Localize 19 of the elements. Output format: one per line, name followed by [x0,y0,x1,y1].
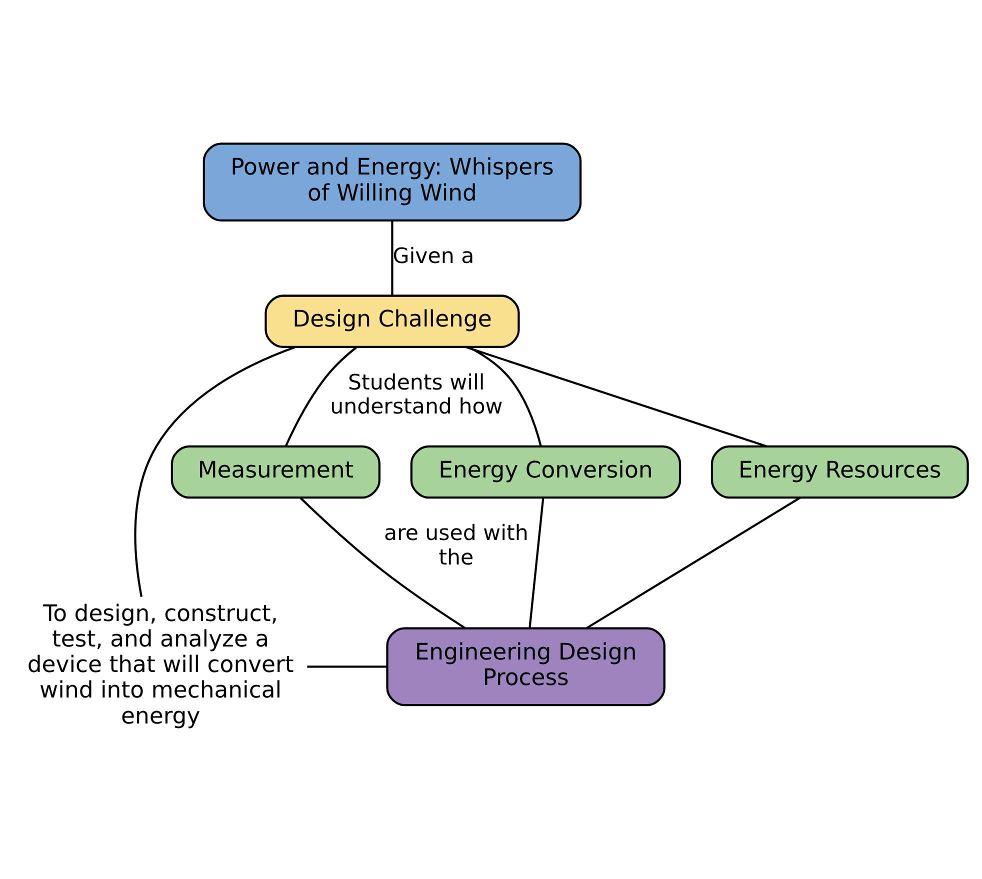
connector [284,346,357,446]
edge-label: are used with the [384,520,528,570]
node-box: Engineering Design Process [386,626,666,706]
connector [586,496,801,628]
node-box: Energy Conversion [410,444,682,498]
node-box: Measurement [170,444,380,498]
edge-label: Given a [392,244,474,269]
node-text: To design, construct, test, and analyze a device that will convert wind into mechanical energy [27,600,294,729]
node-box: Power and Energy: Whispers of Willing Wind [202,142,582,221]
connector [468,346,542,446]
connector [391,220,394,296]
connector [307,665,388,668]
connector [134,346,296,597]
connector [300,496,466,628]
connector [465,345,767,447]
connector [528,497,544,628]
edge-label: Students will understand how [330,370,503,420]
node-box: Energy Resources [710,444,969,498]
node-box: Design Challenge [264,294,520,348]
